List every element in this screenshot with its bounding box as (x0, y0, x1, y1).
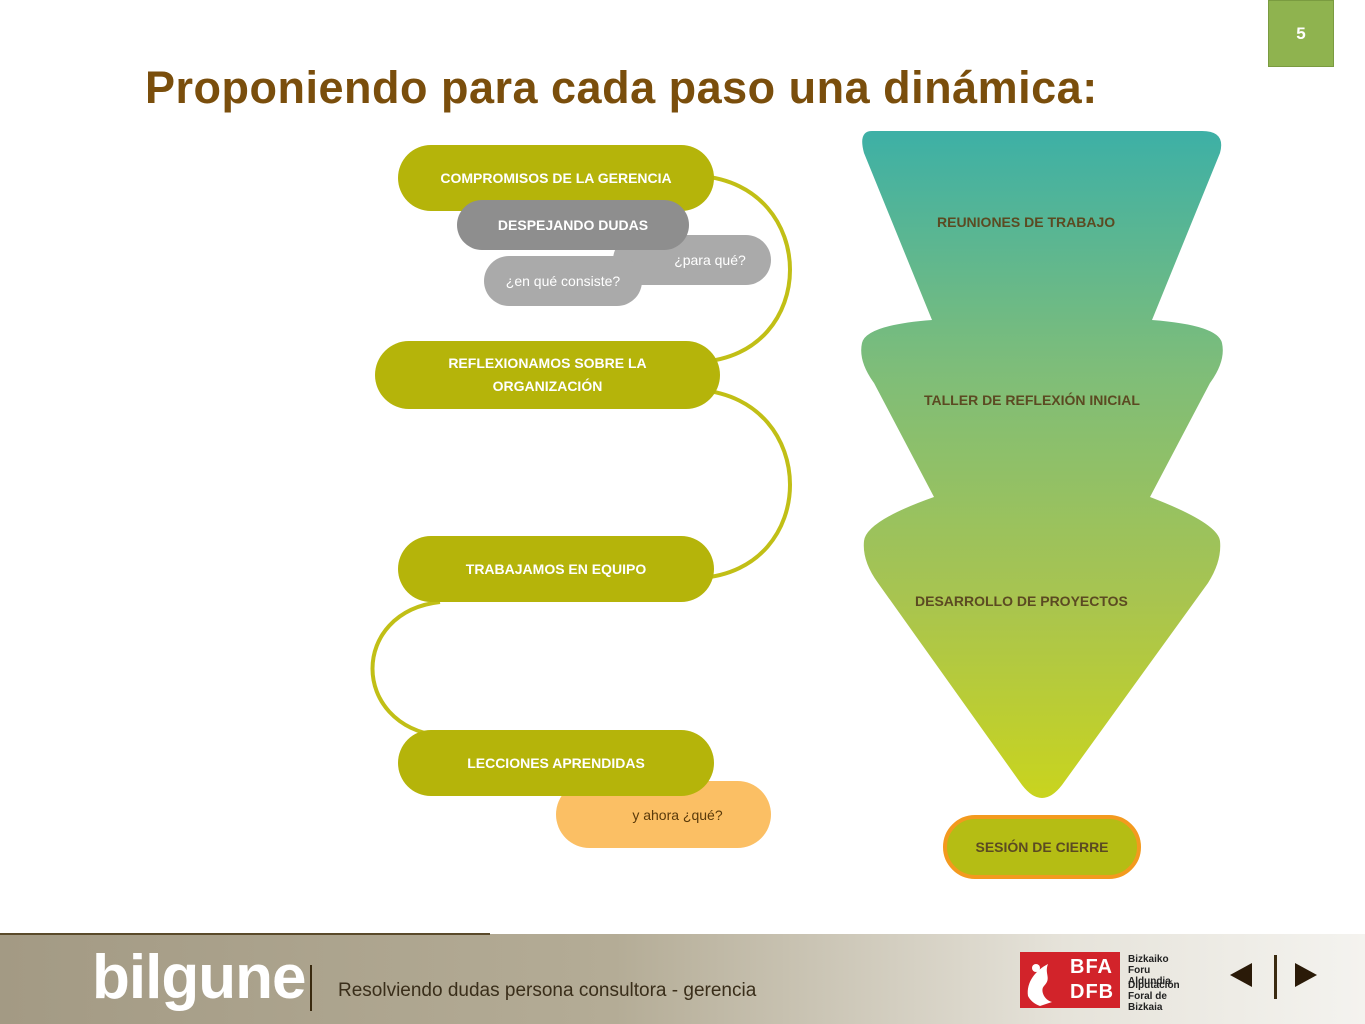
stage-desarrollo-proyectos: DESARROLLO DE PROYECTOS (915, 593, 1128, 609)
footer-separator (310, 965, 312, 1011)
stage-taller-reflexion: TALLER DE REFLEXIÓN INICIAL (924, 392, 1140, 408)
next-slide-button[interactable] (1293, 962, 1319, 988)
stages-funnel (861, 131, 1223, 798)
bfa-text: BFA (1070, 956, 1113, 978)
bubble-label: DESPEJANDO DUDAS (497, 217, 649, 233)
step-trabajamos-equipo: TRABAJAMOS EN EQUIPO (398, 536, 714, 602)
closing-session-badge: SESIÓN DE CIERRE (943, 815, 1141, 879)
bubble-despejando-dudas: DESPEJANDO DUDAS (457, 200, 689, 250)
triangle-right-icon (1295, 963, 1317, 987)
footer-top-line (0, 933, 490, 935)
flow-connectors (370, 174, 792, 738)
bubble-en-que-consiste: ¿en qué consiste? (484, 256, 642, 306)
dfb-text: DFB (1070, 981, 1115, 1003)
bfa-caption-eu: Bizkaiko Foru Aldundia (1128, 954, 1185, 987)
step-lecciones-aprendidas: LECCIONES APRENDIDAS (398, 730, 714, 796)
closing-label: SESIÓN DE CIERRE (975, 839, 1109, 855)
bfa-caption-line: Aldundia (1128, 976, 1171, 987)
bubble-label: y ahora ¿qué? (632, 806, 723, 823)
bubble-label: ¿en qué consiste? (505, 273, 621, 289)
bubble-label: ¿para qué? (674, 252, 746, 268)
connector-1-2 (699, 174, 792, 364)
page-number-badge: 5 (1268, 0, 1334, 67)
bfa-dfb-logo: BFA DFB Bizkaiko Foru Aldundia Diputació… (1020, 952, 1185, 1013)
connector-2-3 (699, 388, 792, 580)
stage-reuniones-trabajo: REUNIONES DE TRABAJO (937, 214, 1116, 230)
triangle-left-icon (1230, 963, 1252, 987)
footer-bar (0, 934, 1365, 1024)
page-title: Proponiendo para cada paso una dinámica: (145, 62, 1098, 113)
bfa-caption-line: Bizkaiko Foru (1128, 954, 1169, 976)
step-label: LECCIONES APRENDIDAS (467, 754, 645, 771)
step-label: TRABAJAMOS EN EQUIPO (465, 560, 647, 577)
nav-separator (1274, 955, 1277, 999)
footer-caption: Resolviendo dudas persona consultora - g… (338, 980, 757, 1001)
connector-3-4 (370, 600, 441, 738)
bfa-caption-es: Diputación Foral de Bizkaia (1128, 980, 1185, 1013)
bfa-logo-block: BFA DFB (1020, 952, 1120, 1008)
step-label: REFLEXIONAMOS SOBRE LA ORGANIZACIÓN (448, 355, 647, 394)
bilgune-logo: bilgune (92, 943, 306, 1012)
step-reflexionamos-organizacion: REFLEXIONAMOS SOBRE LA ORGANIZACIÓN (375, 341, 720, 409)
prev-slide-button[interactable] (1228, 962, 1254, 988)
bfa-caption-line: Foral de Bizkaia (1128, 991, 1167, 1013)
step-label: COMPROMISOS DE LA GERENCIA (440, 169, 672, 186)
bfa-caption-line: Diputación (1128, 980, 1180, 991)
funnel-shape (861, 131, 1223, 798)
seal-icon (1027, 964, 1052, 1006)
